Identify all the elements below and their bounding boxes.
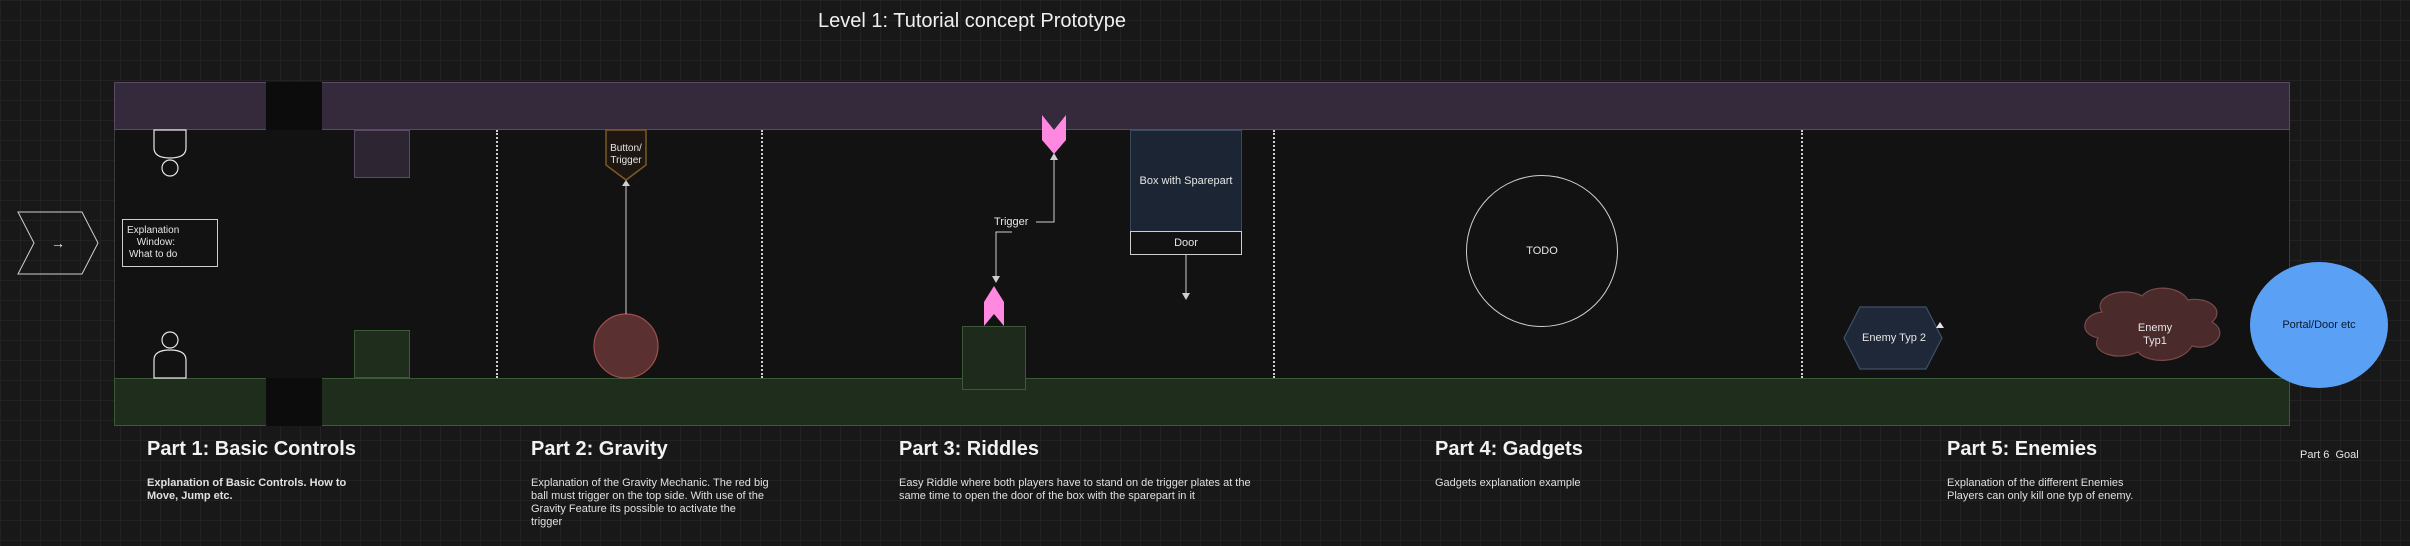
section-desc-part4: Gadgets explanation example <box>1435 477 1581 489</box>
trigger-up-arrowhead <box>1050 153 1058 160</box>
enemy-typ1-shape <box>2084 287 2221 361</box>
trigger-up-connector <box>1036 158 1055 223</box>
door-box: Door <box>1130 231 1242 255</box>
section-title-part1: Part 1: Basic Controls <box>147 438 356 460</box>
button-trigger-label: Button/ Trigger <box>610 143 642 166</box>
section-title-part3: Part 3: Riddles <box>899 438 1040 460</box>
page-title: Level 1: Tutorial concept Prototype <box>818 10 1126 32</box>
section-title-part2: Part 2: Gravity <box>531 438 668 460</box>
pink-ceiling-spike <box>1042 115 1066 154</box>
section-desc-part2: Explanation of the Gravity Mechanic. The… <box>531 477 769 528</box>
pink-floor-spike <box>984 286 1004 326</box>
section-desc-part3: Easy Riddle where both players have to s… <box>899 477 1251 502</box>
explanation-window: Explanation Window: What to do <box>122 219 218 267</box>
section-title-part5: Part 5: Enemies <box>1947 438 2098 460</box>
button-trigger-shape <box>605 129 647 181</box>
section-divider <box>761 130 763 378</box>
door-arrow-head <box>1182 293 1190 300</box>
enemy-typ1-label: Enemy Typ1 <box>2137 322 2173 347</box>
gravity-ball <box>593 313 659 379</box>
ceiling-gap <box>266 82 322 130</box>
todo-circle: TODO <box>1466 175 1618 327</box>
start-shape <box>17 211 99 275</box>
section-divider <box>1801 130 1803 378</box>
section-desc-part1: Explanation of Basic Controls. How to Mo… <box>147 477 347 502</box>
trigger-plate <box>962 326 1026 390</box>
floor-gap <box>266 378 322 426</box>
section-title-part6: Part 6 Goal <box>2300 449 2359 461</box>
enemy-typ2-arrowhead <box>1936 322 1944 328</box>
floor-block <box>354 330 410 378</box>
section-title-part4: Part 4: Gadgets <box>1435 438 1583 460</box>
ceiling-platform <box>114 82 2290 130</box>
sparepart-box: Box with Sparepart <box>1130 130 1242 232</box>
portal-door: Portal/Door etc <box>2250 262 2388 388</box>
enemy-typ2-label: Enemy Typ 2 <box>1862 332 1926 344</box>
section-desc-part5: Explanation of the different Enemies Pla… <box>1947 477 2134 502</box>
ball-arrow-head <box>622 180 630 186</box>
trigger-down-connector <box>995 231 1012 278</box>
trigger-down-arrowhead <box>992 276 1000 283</box>
player-ceiling-icon <box>153 129 187 177</box>
section-divider <box>1273 130 1275 378</box>
enemy-typ2-shape <box>1843 306 1943 370</box>
player-floor-icon <box>153 331 187 379</box>
ceiling-block <box>354 130 410 178</box>
floor-platform <box>114 378 2290 426</box>
trigger-label: Trigger <box>994 216 1029 228</box>
section-divider <box>496 130 498 378</box>
start-arrow-icon: → <box>51 235 65 251</box>
